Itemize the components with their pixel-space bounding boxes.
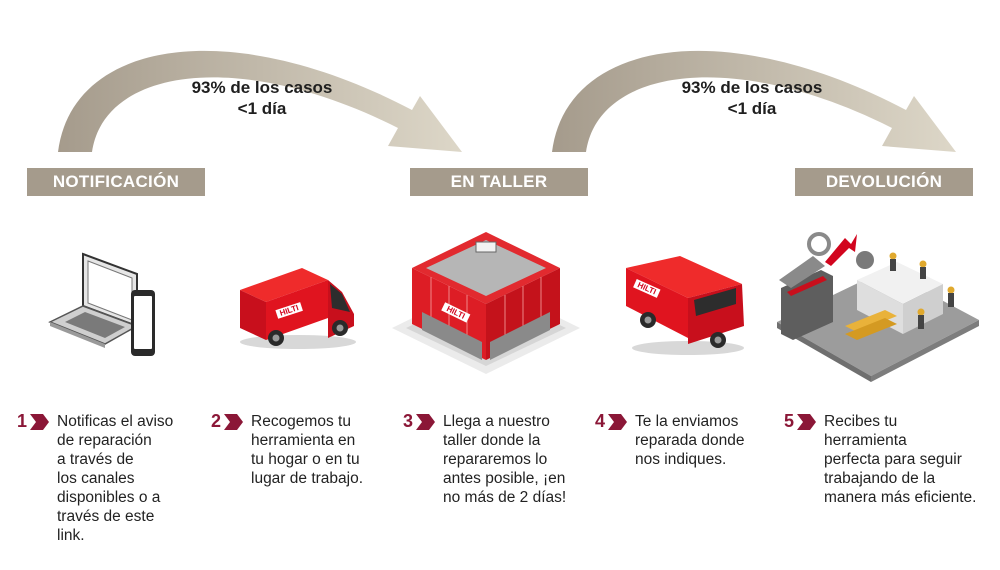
chevron-right-icon [224,414,243,430]
van-pickup-illustration: HILTI [240,268,356,349]
step-1-line-3: a través de [57,451,134,468]
step-5-text: Recibes tu herramienta perfecta para seg… [824,412,977,507]
chevron-right-icon [30,414,49,430]
step-5-line-5: manera más eficiente. [824,489,977,506]
step-2-line-4: lugar de trabajo. [251,470,364,487]
phase-en-taller: EN TALLER [410,168,588,196]
phase-notificacion: NOTIFICACIÓN [27,168,205,196]
van-return-illustration: HILTI [626,256,744,355]
step-1-number: 1 [17,411,28,431]
workshop-illustration: HILTI [392,232,580,374]
process-arcs [58,50,956,152]
worksite-illustration [777,232,979,382]
step-1-line-1: Notificas el aviso [57,413,174,430]
arc-label-1-line-1: 93% de los casos [191,78,333,97]
step-2-line-2: herramienta en [251,432,356,449]
arc-notificacion-to-taller [58,50,462,152]
step-3-line-4: antes posible, ¡en [443,470,566,487]
step-3-text: Llega a nuestro taller donde la reparare… [443,412,566,507]
step-3-line-2: taller donde la [443,432,541,449]
arc-taller-to-devolucion [552,50,956,152]
step-1-line-6: través de este [57,508,155,525]
step-1-line-4: los canales [57,470,135,487]
arc-label-2-line-2: <1 día [727,99,777,118]
step-4-text: Te la enviamos reparada donde nos indiqu… [635,412,744,469]
step-4-line-2: reparada donde [635,432,745,449]
chevron-right-icon [797,414,816,430]
step-2-line-3: tu hogar o en tu [251,451,360,468]
step-2-text: Recogemos tu herramienta en tu hogar o e… [251,412,363,488]
building-icon: HILTI [392,232,580,374]
phone-icon [131,290,155,356]
arc-label-2: 93% de los casos <1 día [652,77,852,119]
step-5-line-2: herramienta [824,432,907,449]
step-2-line-1: Recogemos tu [251,413,351,430]
step-5-number: 5 [784,411,795,431]
step-5-line-4: trabajando de la [824,470,936,487]
worksite-icon [777,232,979,382]
laptop-icon [48,252,139,348]
step-4-line-1: Te la enviamos [635,413,739,430]
phase-devolucion: DEVOLUCIÓN [795,168,973,196]
step-1-line-7: link. [57,527,85,544]
step-1-line-5: disponibles o a [57,489,161,506]
van-icon: HILTI [240,268,356,349]
step-5-line-1: Recibes tu [824,413,898,430]
step-3-line-3: repararemos lo [443,451,548,468]
arc-label-2-line-1: 93% de los casos [681,78,823,97]
step-3-line-5: no más de 2 días! [443,489,567,506]
laptop-phone-illustration [48,252,155,356]
arc-label-1: 93% de los casos <1 día [162,77,362,119]
chevron-right-icon [416,414,435,430]
arc-label-1-line-2: <1 día [237,99,287,118]
step-4-line-3: nos indiques. [635,451,727,468]
step-5-line-3: perfecta para seguir [824,451,962,468]
step-4-number: 4 [595,411,606,431]
step-1-line-2: de reparación [57,432,152,449]
chevron-right-icon [608,414,627,430]
step-2-number: 2 [211,411,222,431]
step-1-text: Notificas el aviso de reparación a travé… [57,412,173,545]
step-3-number: 3 [403,411,414,431]
step-3-line-1: Llega a nuestro [443,413,550,430]
van-icon: HILTI [626,256,744,355]
